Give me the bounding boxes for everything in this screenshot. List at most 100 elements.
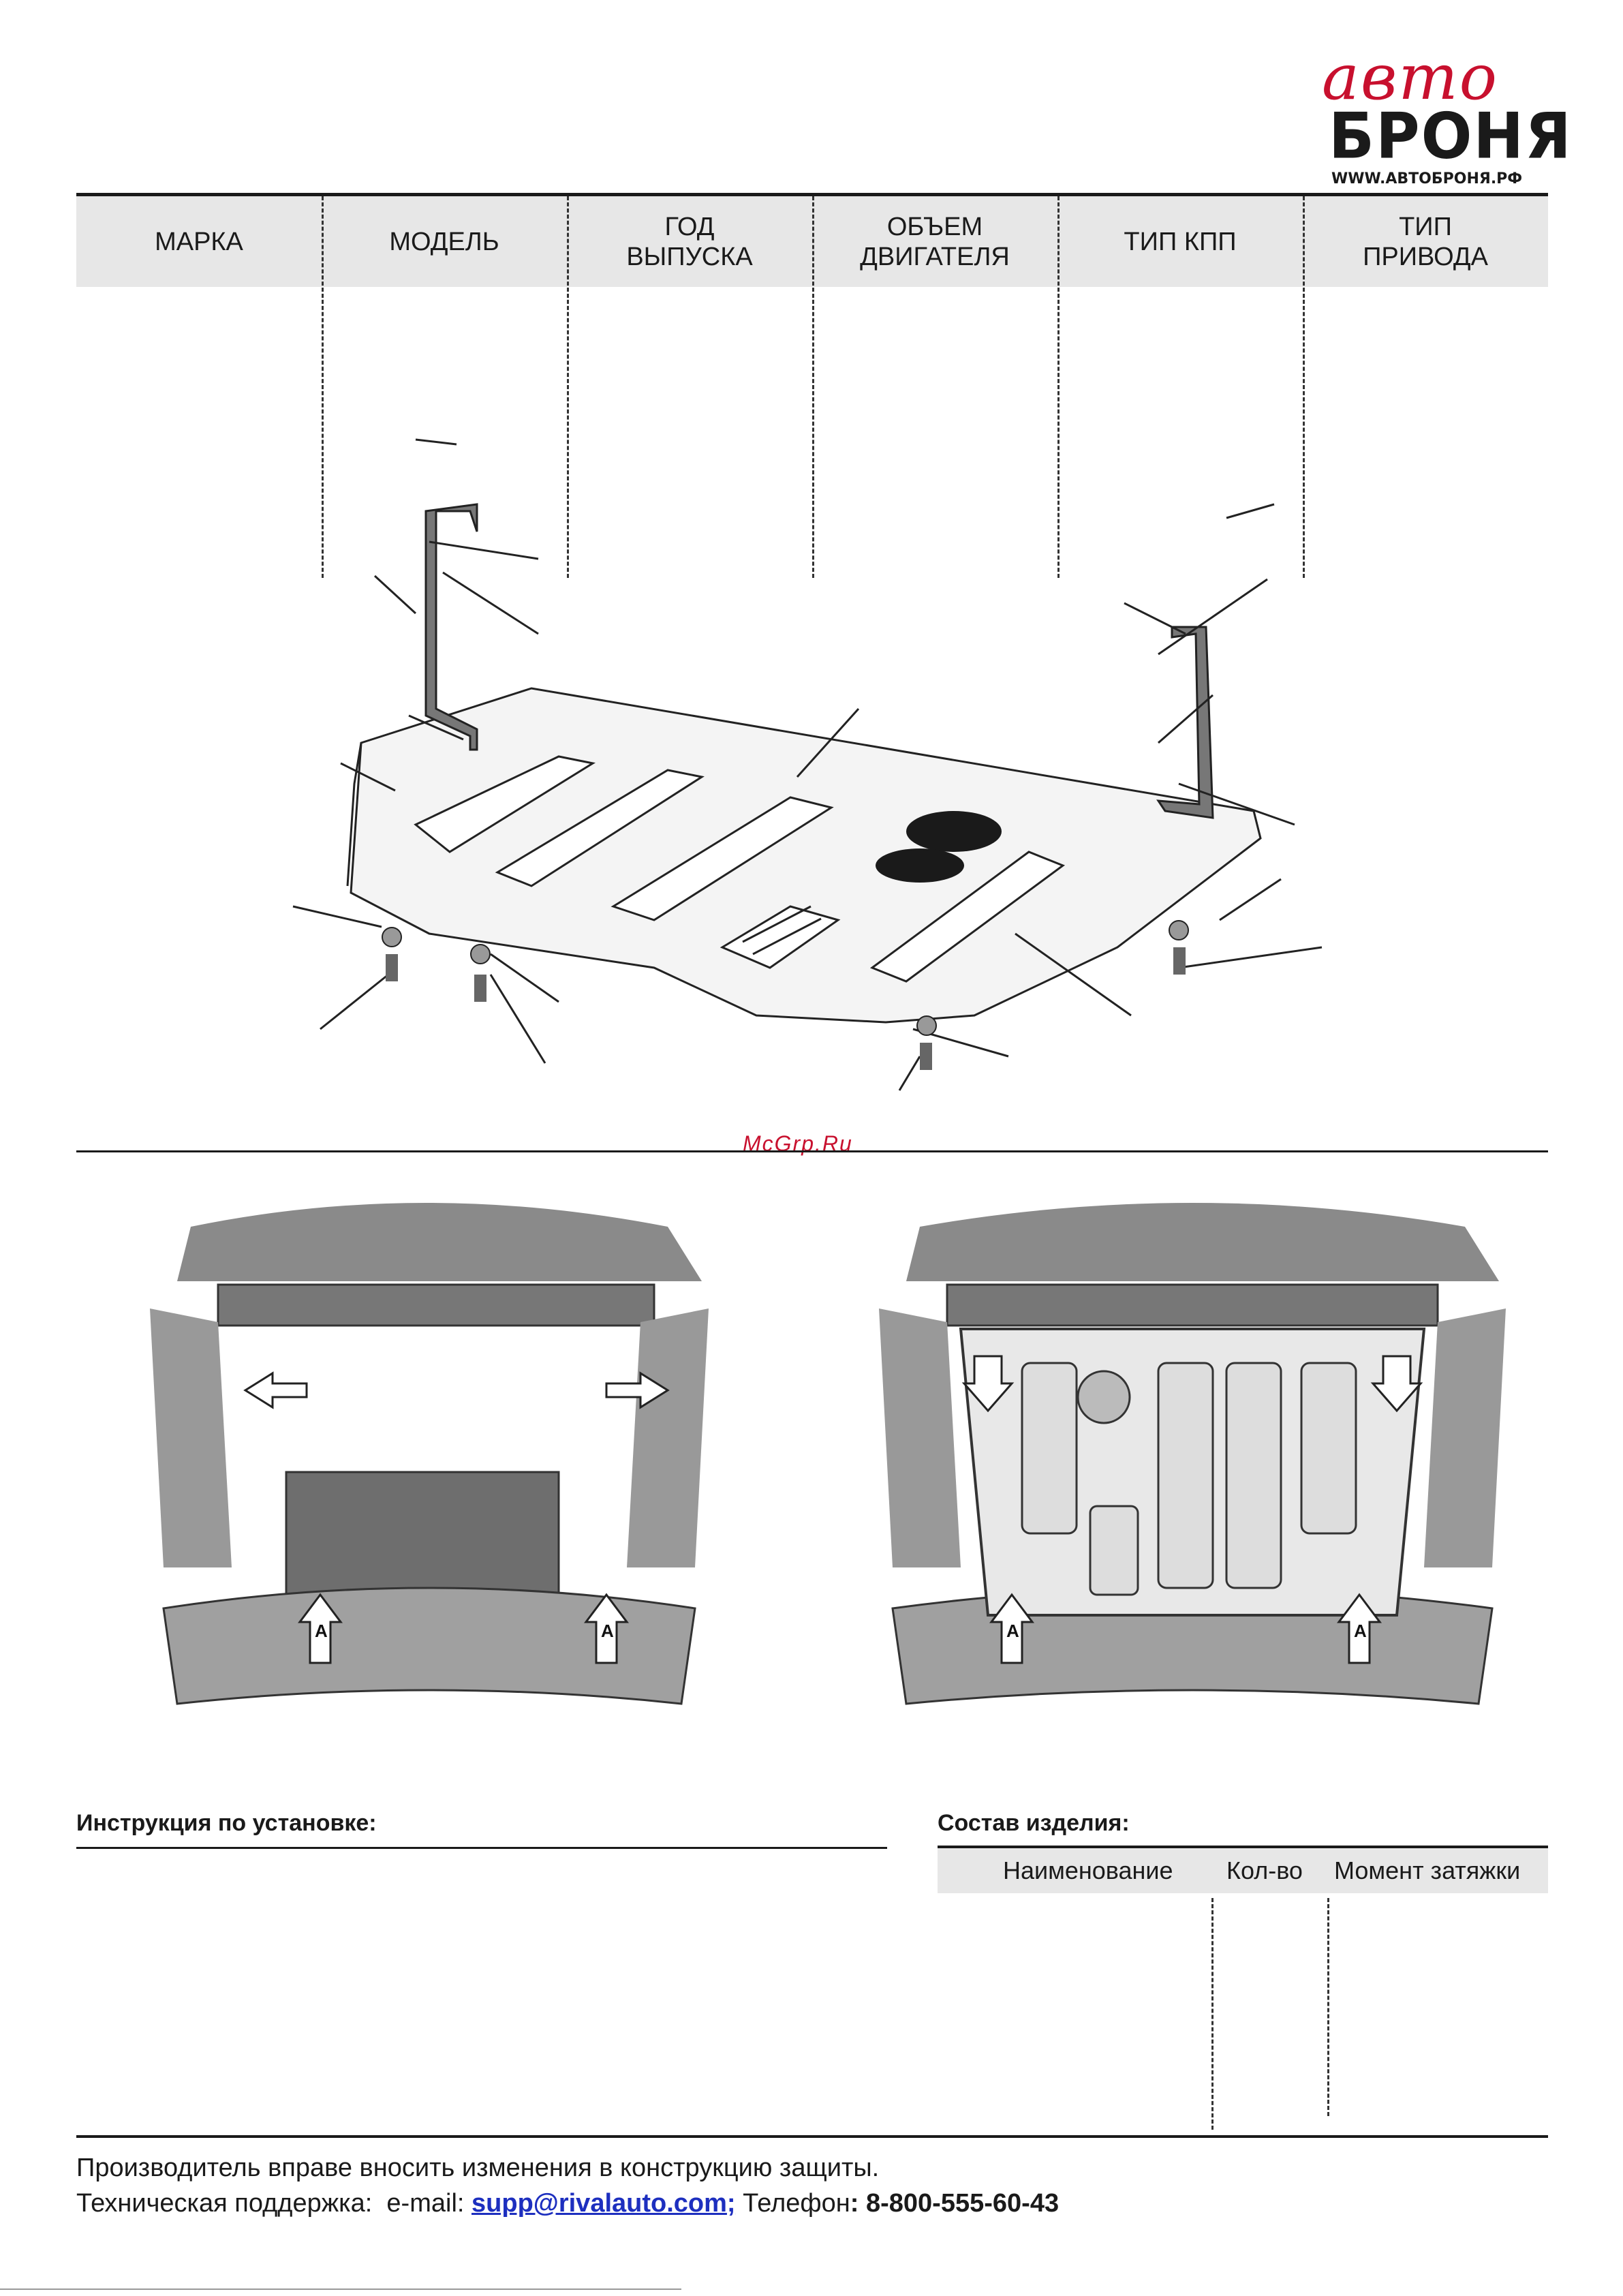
- photo-before-install: A A: [150, 1203, 709, 1705]
- parts-header-qty: Кол-во: [1226, 1856, 1303, 1884]
- leader-line: [320, 973, 389, 1030]
- skid-plate-rib: [869, 851, 1066, 983]
- bolt-icon: [920, 1043, 932, 1070]
- header-year: ГОД ВЫПУСКА: [626, 212, 753, 271]
- logo-url-text: WWW.АВТОБРОНЯ.РФ: [1331, 170, 1523, 187]
- arrow-label: A: [1006, 1621, 1019, 1641]
- underbody-bumper: [906, 1203, 1499, 1281]
- leader-line: [373, 575, 417, 615]
- washer-icon: [916, 1015, 937, 1036]
- leader-line: [1226, 503, 1275, 519]
- skid-plate-vent-slot: [752, 917, 822, 955]
- support-prefix: Техническая поддержка: e-mail:: [76, 2189, 472, 2218]
- skid-plate-pad: [906, 811, 1002, 852]
- arrow-right-icon: [605, 1371, 670, 1409]
- logo-main-text: БРОНЯ: [1329, 99, 1573, 173]
- column-divider: [1303, 196, 1305, 578]
- leader-line: [415, 438, 457, 446]
- column-divider: [1057, 196, 1060, 578]
- arrow-down-icon: [961, 1355, 1015, 1413]
- skid-plate-rib: [495, 769, 705, 887]
- skid-plate-vent: [1089, 1505, 1139, 1596]
- skid-plate-lip: [346, 742, 362, 887]
- skid-plate-pad: [876, 848, 964, 883]
- footer-rule: [76, 2135, 1548, 2138]
- leader-line: [898, 1056, 921, 1091]
- support-phone: : 8-800-555-60-43: [850, 2189, 1060, 2218]
- leader-line: [442, 571, 539, 635]
- instructions-title: Инструкция по установке:: [76, 1810, 377, 1836]
- subframe: [162, 1587, 696, 1705]
- column-divider: [567, 196, 569, 578]
- skid-plate-outline: [350, 687, 1262, 1024]
- skid-plate-rib: [414, 755, 596, 853]
- arrow-up-icon: [298, 1593, 343, 1664]
- leader-line: [1219, 878, 1282, 921]
- leader-line: [1124, 602, 1186, 635]
- leader-line: [1015, 932, 1132, 1017]
- footer-support: Техническая поддержка: e-mail: supp@riva…: [76, 2189, 1059, 2218]
- arrow-label: A: [601, 1621, 614, 1641]
- arrow-up-icon: [1337, 1593, 1382, 1664]
- header-engine-volume: ОБЪЕМ ДВИГАТЕЛЯ: [860, 212, 1010, 271]
- leader-line: [340, 762, 396, 792]
- column-divider: [322, 196, 324, 578]
- leader-line: [1158, 578, 1268, 656]
- bolt-icon: [386, 954, 398, 981]
- leader-line: [489, 974, 546, 1064]
- skid-plate-vent: [720, 905, 841, 969]
- arrow-label: A: [1354, 1621, 1367, 1641]
- arrow-up-icon: [989, 1593, 1034, 1664]
- exploded-view-drawing: [292, 438, 1323, 1091]
- parts-title: Состав изделия:: [938, 1810, 1130, 1836]
- page-bottom-rule: [0, 2289, 681, 2290]
- parts-header-name: Наименование: [1003, 1856, 1173, 1884]
- logo-script-text: авто: [1322, 41, 1499, 114]
- photo-after-install: A A: [879, 1203, 1506, 1705]
- skid-plate-rib: [1157, 1362, 1214, 1589]
- leader-line: [796, 707, 860, 778]
- column-divider: [1327, 1898, 1329, 2116]
- leader-line: [408, 714, 464, 741]
- parts-top-rule: [938, 1846, 1548, 1848]
- skid-plate-rib: [1021, 1362, 1078, 1535]
- left-bracket: [424, 503, 478, 751]
- right-frame-rail: [1424, 1308, 1506, 1567]
- washer-icon: [470, 944, 491, 964]
- parts-header-torque: Момент затяжки: [1334, 1856, 1521, 1884]
- instructions-rule: [76, 1847, 887, 1849]
- arrow-up-icon: [584, 1593, 629, 1664]
- arrow-left-icon: [243, 1371, 308, 1409]
- underbody-bumper: [177, 1203, 702, 1281]
- section-divider: [76, 1150, 1548, 1152]
- right-frame-rail: [627, 1308, 709, 1567]
- radiator-support: [946, 1283, 1439, 1327]
- header-gearbox-type: ТИП КПП: [1124, 227, 1237, 256]
- leader-line: [1178, 782, 1295, 826]
- radiator-support: [217, 1283, 655, 1327]
- parts-header-row: [938, 1848, 1548, 1893]
- leader-line: [1158, 694, 1214, 744]
- bolt-icon: [474, 975, 486, 1002]
- washer-icon: [382, 927, 402, 947]
- table-top-rule: [76, 193, 1548, 196]
- header-model: МОДЕЛЬ: [389, 227, 499, 256]
- left-frame-rail: [150, 1308, 232, 1567]
- bolt-icon: [1173, 947, 1186, 975]
- column-divider: [1211, 1898, 1214, 2130]
- right-bracket: [1156, 626, 1214, 819]
- skid-plate-rib: [1225, 1362, 1282, 1589]
- leader-line: [292, 905, 382, 928]
- header-drive-type: ТИП ПРИВОДА: [1363, 212, 1488, 271]
- skid-plate-vent-slot: [742, 905, 812, 943]
- skid-plate-rib: [610, 796, 834, 921]
- skid-plate-rib: [1300, 1362, 1357, 1535]
- left-frame-rail: [879, 1308, 961, 1567]
- arrow-label: A: [315, 1621, 328, 1641]
- support-email-link[interactable]: supp@rivalauto.com: [472, 2189, 727, 2218]
- washer-icon: [1169, 920, 1189, 940]
- column-divider: [812, 196, 814, 578]
- arrow-down-icon: [1370, 1355, 1423, 1413]
- email-suffix: ;: [726, 2189, 736, 2218]
- phone-prefix: Телефон: [735, 2189, 850, 2218]
